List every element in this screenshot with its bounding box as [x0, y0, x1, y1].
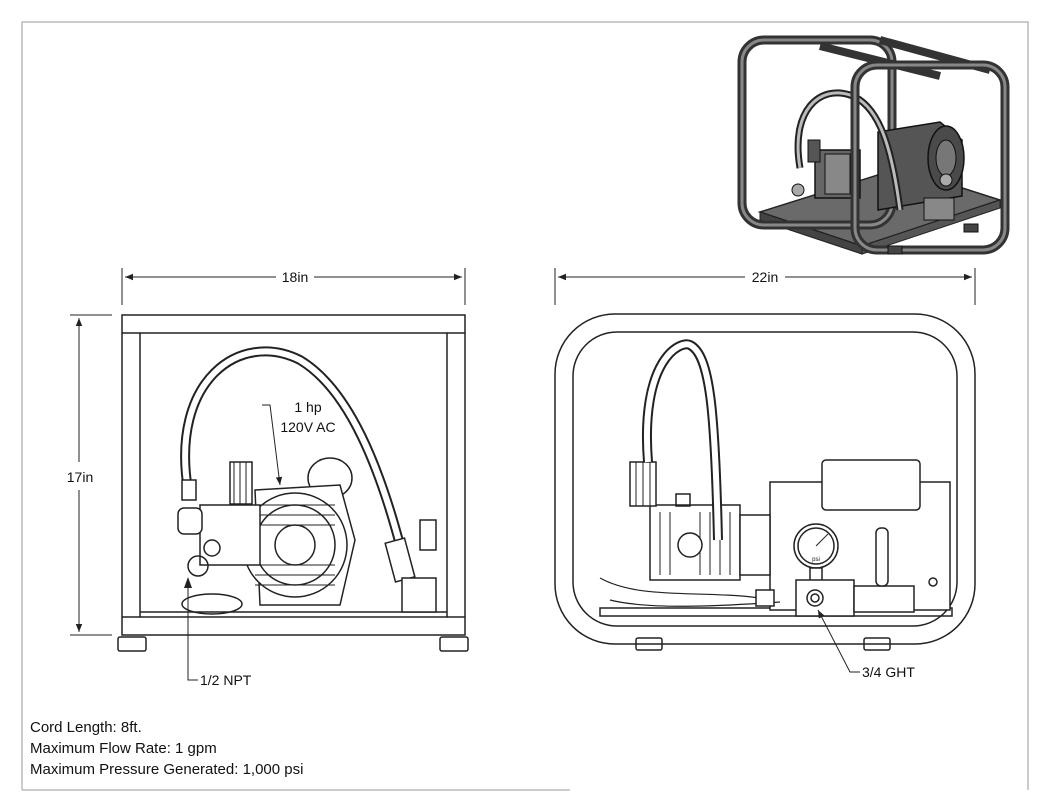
side-width-label: 22in: [752, 269, 778, 285]
inlet-fitting-label: 1/2 NPT: [200, 672, 252, 688]
front-width-label: 18in: [282, 269, 308, 285]
spec-max-pressure: Maximum Pressure Generated: 1,000 psi: [30, 761, 304, 778]
leader-inlet: [187, 585, 198, 681]
spec-cord-length: Cord Length: 8ft.: [30, 719, 142, 736]
front-view: [117, 314, 469, 652]
leader-outlet: [817, 609, 860, 673]
height-label: 17in: [67, 469, 93, 485]
motor-voltage-label: 120V AC: [280, 419, 335, 435]
gauge-unit-label: psi: [812, 557, 820, 563]
dimension-front-width: [121, 268, 466, 305]
sheet-border: [21, 21, 1029, 790]
isometric-view: [737, 35, 1010, 255]
side-view: [554, 313, 976, 651]
leader-motor: [262, 404, 283, 486]
spec-max-flow: Maximum Flow Rate: 1 gpm: [30, 740, 217, 757]
dimension-height: [70, 314, 112, 636]
motor-hp-label: 1 hp: [294, 399, 321, 415]
dimension-side-width: [554, 268, 976, 305]
outlet-fitting-label: 3/4 GHT: [862, 664, 915, 680]
